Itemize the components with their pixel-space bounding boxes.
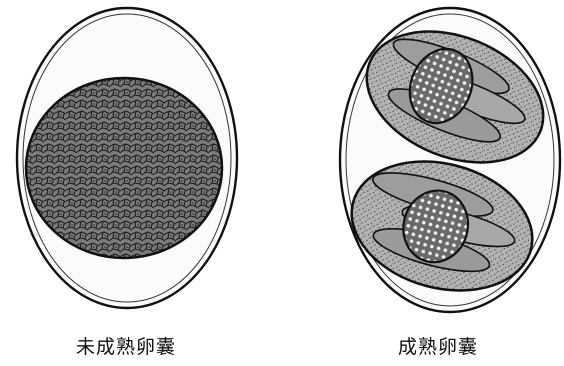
mature-oocyst-caption: 成熟卵囊 [398,332,478,359]
mature-oocyst [337,7,563,312]
immature-oocyst [17,8,237,308]
sporont-mass [26,78,222,258]
immature-oocyst-caption: 未成熟卵囊 [76,332,176,359]
